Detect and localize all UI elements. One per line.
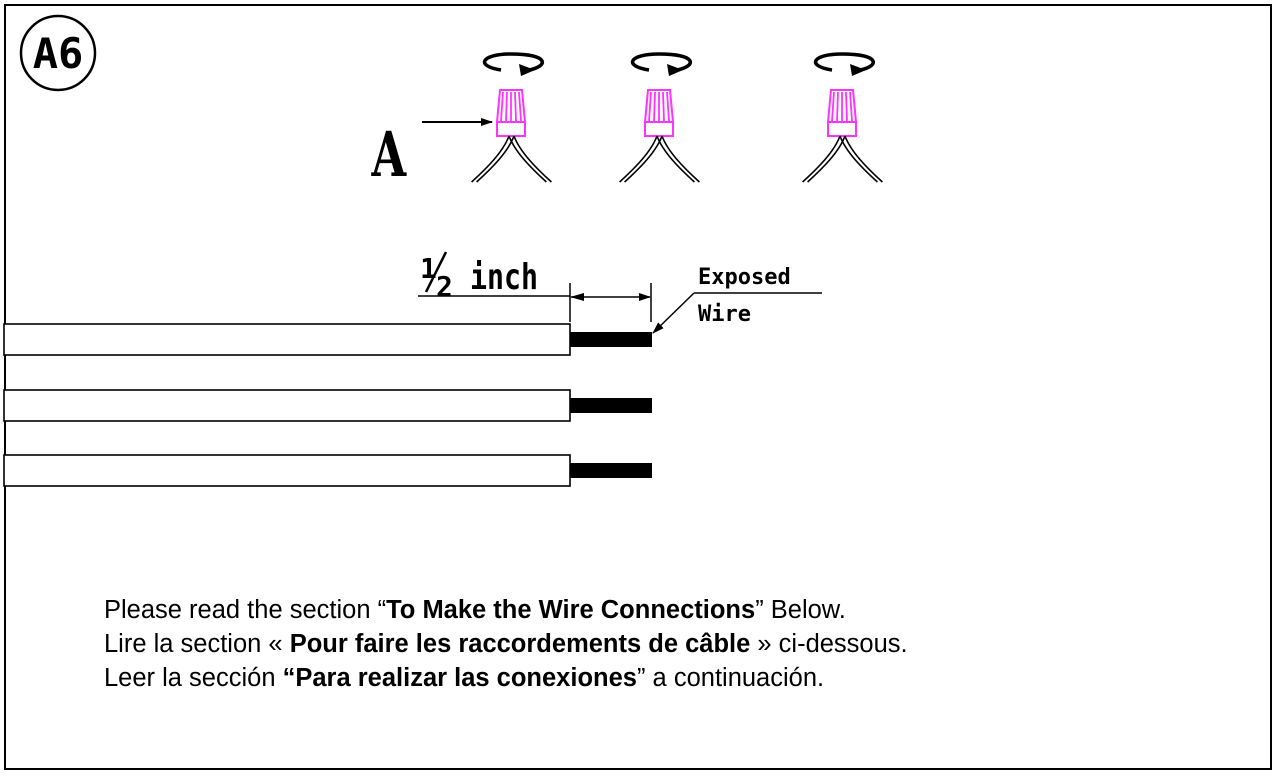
instruction-es: Leer la sección “Para realizar las conex…: [104, 661, 1264, 695]
connector-wire: [508, 135, 547, 183]
rotation-arrow-icon: [482, 52, 544, 72]
instruction-es-section: “Para realizar las conexiones: [282, 664, 637, 692]
exposed-conductor: [570, 332, 652, 347]
connector-wire: [802, 135, 841, 183]
instruction-es-text: Leer la sección: [104, 664, 283, 692]
instruction-fr-section: Pour faire les raccordements de câble: [289, 630, 751, 658]
instruction-fr-text: Lire la section «: [104, 630, 290, 658]
fraction-slash: [424, 251, 448, 293]
wire-nut-skirt: [496, 121, 526, 137]
instruction-en-tail: ” Below.: [755, 596, 846, 624]
connector-wire: [471, 135, 510, 183]
stripped-wires: [3, 323, 652, 487]
connector-wire: [476, 135, 515, 183]
connector-wire: [807, 135, 846, 183]
exposed-label-line1: Exposed: [698, 265, 791, 290]
rotation-arrow-icon: [630, 52, 692, 72]
exposed-wire-label: Exposed Wire: [652, 265, 822, 334]
connector-wire: [513, 135, 552, 183]
instruction-en-text: Please read the section “: [104, 596, 387, 624]
connector-wire: [624, 135, 663, 183]
stripped-wire: [3, 389, 652, 422]
wire-insulation: [3, 389, 571, 422]
fraction-denominator: 2: [436, 270, 453, 303]
connector-wire: [844, 135, 883, 183]
exposed-label-leader: [652, 292, 695, 334]
wire-connector: [471, 52, 552, 183]
rotation-arrowhead-icon: [519, 64, 535, 76]
connectors: [471, 52, 883, 183]
instructions: Please read the section “To Make the Wir…: [104, 593, 1264, 695]
wire-nut-skirt: [644, 121, 674, 137]
step-badge-circle: [19, 14, 97, 92]
wire-nut-skirt: [827, 121, 857, 137]
callout-a: A: [371, 117, 493, 191]
rotation-arrowhead-icon: [850, 64, 866, 76]
step-badge-label: A6: [33, 29, 84, 78]
instruction-fr: Lire la section « Pour faire les raccord…: [104, 627, 1264, 661]
wire-insulation: [3, 454, 571, 487]
dimension-unit: inch: [470, 257, 538, 298]
connector-wire: [839, 135, 878, 183]
wire-insulation: [3, 323, 571, 356]
instruction-en-section: To Make the Wire Connections: [386, 596, 756, 624]
diagram-frame: [4, 4, 1272, 770]
connector-wire: [619, 135, 658, 183]
callout-letter: A: [371, 117, 407, 190]
connector-wire: [661, 135, 700, 183]
rotation-arrow-icon: [813, 52, 875, 72]
exposed-conductor: [570, 398, 652, 413]
wire-connector: [802, 52, 883, 183]
connector-wire: [656, 135, 695, 183]
wire-connector: [619, 52, 700, 183]
instruction-fr-tail: » ci-dessous.: [750, 630, 908, 658]
step-badge: A6: [19, 14, 97, 92]
stripped-wire: [3, 454, 652, 487]
instruction-es-tail: ” a continuación.: [636, 664, 825, 692]
instruction-en: Please read the section “To Make the Wir…: [104, 593, 1264, 627]
stripped-wire: [3, 323, 652, 356]
dimension-annotation: 1 2 inch: [418, 251, 652, 322]
rotation-arrowhead-icon: [667, 64, 683, 76]
exposed-conductor: [570, 463, 652, 478]
exposed-label-line2: Wire: [698, 302, 751, 327]
fraction-numerator: 1: [420, 252, 437, 285]
